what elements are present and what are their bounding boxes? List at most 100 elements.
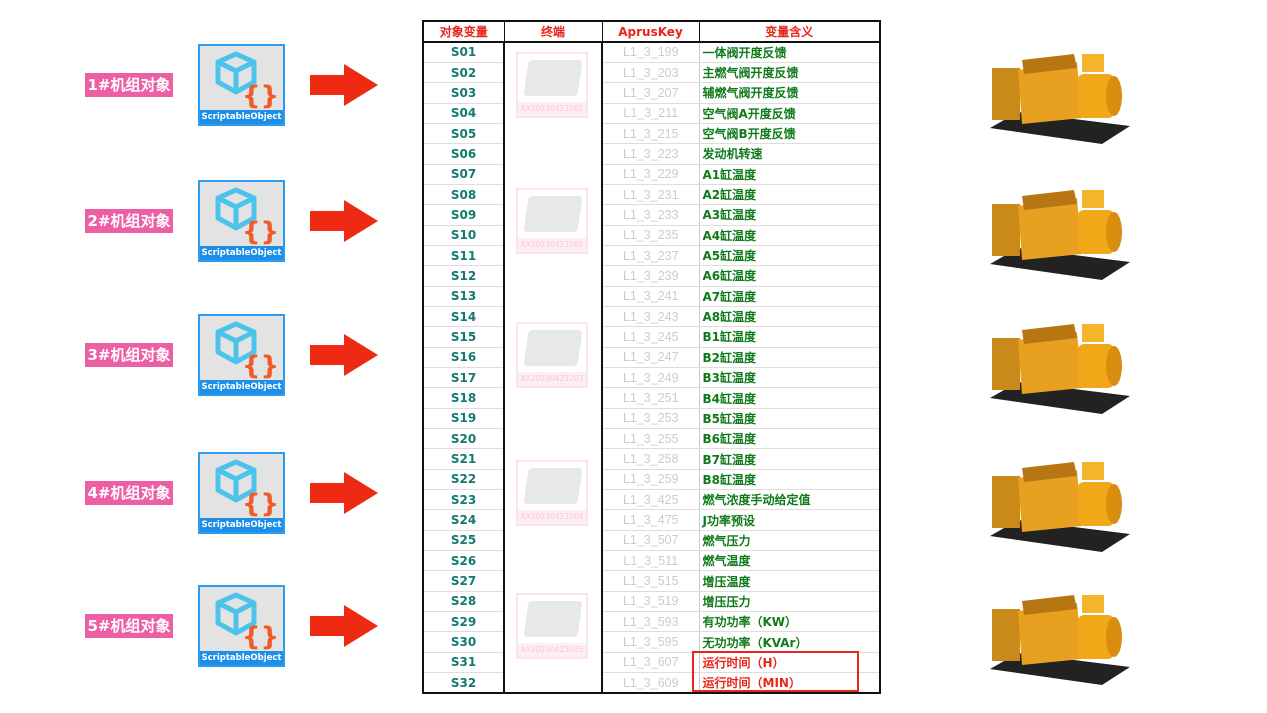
- variable-meaning: 无功功率（KVAr）: [699, 631, 880, 653]
- scriptable-object-icon: {} ScriptableObject: [198, 44, 285, 126]
- aprus-key: L1_3_199: [602, 42, 700, 63]
- arrow-right-icon: [310, 605, 378, 647]
- object-variable: S29: [423, 611, 505, 633]
- aprus-key: L1_3_251: [602, 387, 700, 409]
- arrow-right-icon: [310, 64, 378, 106]
- aprus-key: L1_3_607: [602, 652, 700, 674]
- unit-label: 4#机组对象: [85, 481, 173, 505]
- variable-meaning: 发动机转速: [699, 143, 880, 165]
- object-variable: S18: [423, 387, 505, 409]
- object-variable: S32: [423, 672, 505, 694]
- variable-meaning: B1缸温度: [699, 326, 880, 348]
- aprus-key: L1_3_595: [602, 631, 700, 653]
- aprus-key: L1_3_249: [602, 367, 700, 389]
- icon-caption: ScriptableObject: [200, 518, 283, 532]
- aprus-key: L1_3_245: [602, 326, 700, 348]
- svg-text:{}: {}: [242, 622, 279, 651]
- aprus-key: L1_3_237: [602, 245, 700, 267]
- variable-meaning: 运行时间（H）: [699, 652, 880, 674]
- aprus-key: L1_3_235: [602, 225, 700, 246]
- cube-braces-icon: {}: [215, 592, 279, 652]
- cube-braces-icon: {}: [215, 321, 279, 381]
- highlight-box: [692, 651, 859, 692]
- unit-label: 3#机组对象: [85, 343, 173, 367]
- aprus-key: L1_3_211: [602, 103, 700, 124]
- aprus-key: L1_3_258: [602, 448, 700, 470]
- object-variable: S02: [423, 62, 505, 84]
- aprus-key: L1_3_425: [602, 489, 700, 511]
- variable-meaning: B2缸温度: [699, 347, 880, 369]
- generator-image: [990, 190, 1130, 280]
- variable-meaning: B7缸温度: [699, 448, 880, 470]
- generator-image: [990, 54, 1130, 144]
- aprus-key: L1_3_519: [602, 591, 700, 613]
- variable-meaning: A2缸温度: [699, 184, 880, 206]
- icon-caption: ScriptableObject: [200, 651, 283, 665]
- object-variable: S05: [423, 123, 505, 145]
- variable-meaning: 空气阀B开度反馈: [699, 123, 880, 145]
- variable-meaning: 增压压力: [699, 591, 880, 613]
- object-variable: S01: [423, 42, 505, 63]
- object-variable: S19: [423, 408, 505, 430]
- variable-meaning: 有功功率（KW）: [699, 611, 880, 633]
- scriptable-object-icon: {} ScriptableObject: [198, 452, 285, 534]
- aprus-key: L1_3_259: [602, 469, 700, 491]
- svg-text:{}: {}: [242, 81, 279, 110]
- variable-meaning: 运行时间（MIN）: [699, 672, 880, 694]
- aprus-key: L1_3_475: [602, 509, 700, 531]
- aprus-key: L1_3_247: [602, 347, 700, 369]
- arrow-right-icon: [310, 472, 378, 514]
- variable-meaning: B8缸温度: [699, 469, 880, 491]
- object-variable: S13: [423, 286, 505, 307]
- object-variable: S07: [423, 164, 505, 185]
- object-variable: S09: [423, 204, 505, 226]
- variable-meaning: B5缸温度: [699, 408, 880, 430]
- aprus-key: L1_3_253: [602, 408, 700, 430]
- scriptable-object-icon: {} ScriptableObject: [198, 585, 285, 667]
- arrow-right-icon: [310, 200, 378, 242]
- aprus-key: L1_3_507: [602, 530, 700, 552]
- object-variable: S06: [423, 143, 505, 165]
- object-variable: S22: [423, 469, 505, 491]
- unit-label: 2#机组对象: [85, 209, 173, 233]
- object-variable: S27: [423, 570, 505, 592]
- object-variable: S12: [423, 265, 505, 287]
- variable-meaning: A1缸温度: [699, 164, 880, 185]
- object-variable: S08: [423, 184, 505, 206]
- aprus-key: L1_3_233: [602, 204, 700, 226]
- object-variable: S26: [423, 550, 505, 572]
- object-variable: S14: [423, 306, 505, 328]
- cube-braces-icon: {}: [215, 51, 279, 111]
- header-terminal: 终端: [503, 20, 603, 43]
- scriptable-object-icon: {} ScriptableObject: [198, 180, 285, 262]
- aprus-key: L1_3_215: [602, 123, 700, 145]
- generator-image: [990, 324, 1130, 414]
- aprus-key: L1_3_223: [602, 143, 700, 165]
- generator-image: [990, 595, 1130, 685]
- variable-meaning: 主燃气阀开度反馈: [699, 62, 880, 84]
- aprus-key: L1_3_515: [602, 570, 700, 592]
- aprus-key: L1_3_231: [602, 184, 700, 206]
